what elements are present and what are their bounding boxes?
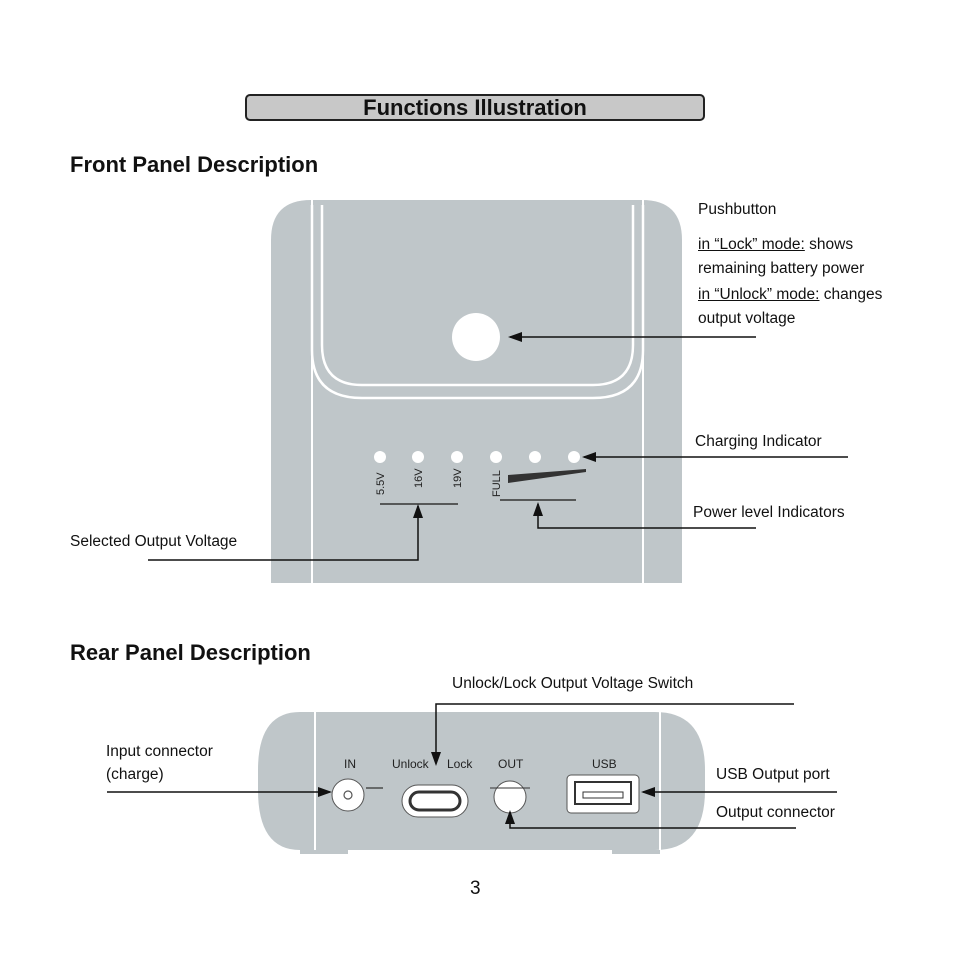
led-label-full: FULL — [491, 470, 503, 497]
led-label-16v: 16V — [413, 468, 425, 488]
unlock-mode-text: changes — [823, 286, 883, 303]
pushbutton-shape — [452, 313, 500, 361]
output-connector-label: Output connector — [716, 804, 835, 821]
led-label-19v: 19V — [452, 468, 464, 488]
in-port-inner — [343, 790, 353, 800]
rear-panel-heading: Rear Panel Description — [70, 640, 311, 665]
arrowhead — [318, 787, 332, 797]
unlock-mode-label: in “Unlock” mode: — [698, 286, 820, 303]
usb-output-label: USB Output port — [716, 766, 830, 783]
port-label-usb: USB — [592, 757, 617, 771]
front-panel-body — [271, 200, 682, 583]
led-label-5.5v: 5.5V — [375, 472, 387, 495]
led-5.5v — [374, 451, 386, 463]
switch-inner — [408, 790, 462, 812]
lock-mode-note: in “Lock” mode: shows — [698, 233, 853, 257]
arrowhead — [582, 452, 596, 462]
out-port — [493, 780, 527, 814]
arrowhead — [508, 332, 522, 342]
led-level-3 — [568, 451, 580, 463]
led-level-2 — [529, 451, 541, 463]
power-level-wedge — [508, 469, 586, 483]
in-port-outer — [331, 778, 365, 812]
arrowhead — [641, 787, 655, 797]
usb-contacts — [582, 791, 624, 799]
input-connector-sub: (charge) — [106, 766, 164, 783]
arrowhead — [413, 504, 423, 518]
page-number: 3 — [470, 878, 481, 899]
pushbutton-title: Pushbutton — [698, 201, 777, 218]
voltage-callout-line — [148, 506, 419, 561]
rear-foot — [300, 850, 348, 854]
usb-port-outer — [566, 774, 640, 814]
port-label-out: OUT — [498, 757, 524, 771]
selected-voltage-label: Selected Output Voltage — [70, 533, 238, 550]
rear-panel-body — [258, 712, 705, 850]
lock-mode-text: shows — [809, 236, 854, 253]
switch-outer — [401, 784, 469, 818]
led-19v — [451, 451, 463, 463]
arrowhead — [505, 810, 515, 824]
rear-foot — [612, 850, 660, 854]
unlock-mode-note: in “Unlock” mode: changes — [698, 283, 882, 307]
switch-callout-line — [435, 703, 794, 762]
led-16v — [412, 451, 424, 463]
led-full — [490, 451, 502, 463]
panel-recess-outline — [310, 205, 645, 400]
panel-recess-outline — [320, 205, 635, 387]
usb-port-inner — [574, 781, 632, 805]
input-connector-label: Input connector — [106, 743, 213, 760]
port-label-in: IN — [344, 757, 356, 771]
port-label-unlock: Unlock — [392, 757, 430, 771]
functions-banner: Functions Illustration — [245, 94, 705, 121]
charging-indicator-label: Charging Indicator — [695, 433, 822, 450]
arrowhead — [533, 502, 543, 516]
front-panel-heading: Front Panel Description — [70, 152, 319, 177]
switch-label: Unlock/Lock Output Voltage Switch — [452, 675, 694, 692]
lock-mode-label: in “Lock” mode: — [698, 236, 805, 253]
port-label-lock: Lock — [447, 757, 473, 771]
arrowhead — [431, 752, 441, 766]
power-level-label: Power level Indicators — [693, 504, 845, 521]
lock-mode-text-2: remaining battery power — [698, 260, 865, 277]
unlock-mode-text-2: output voltage — [698, 310, 796, 327]
